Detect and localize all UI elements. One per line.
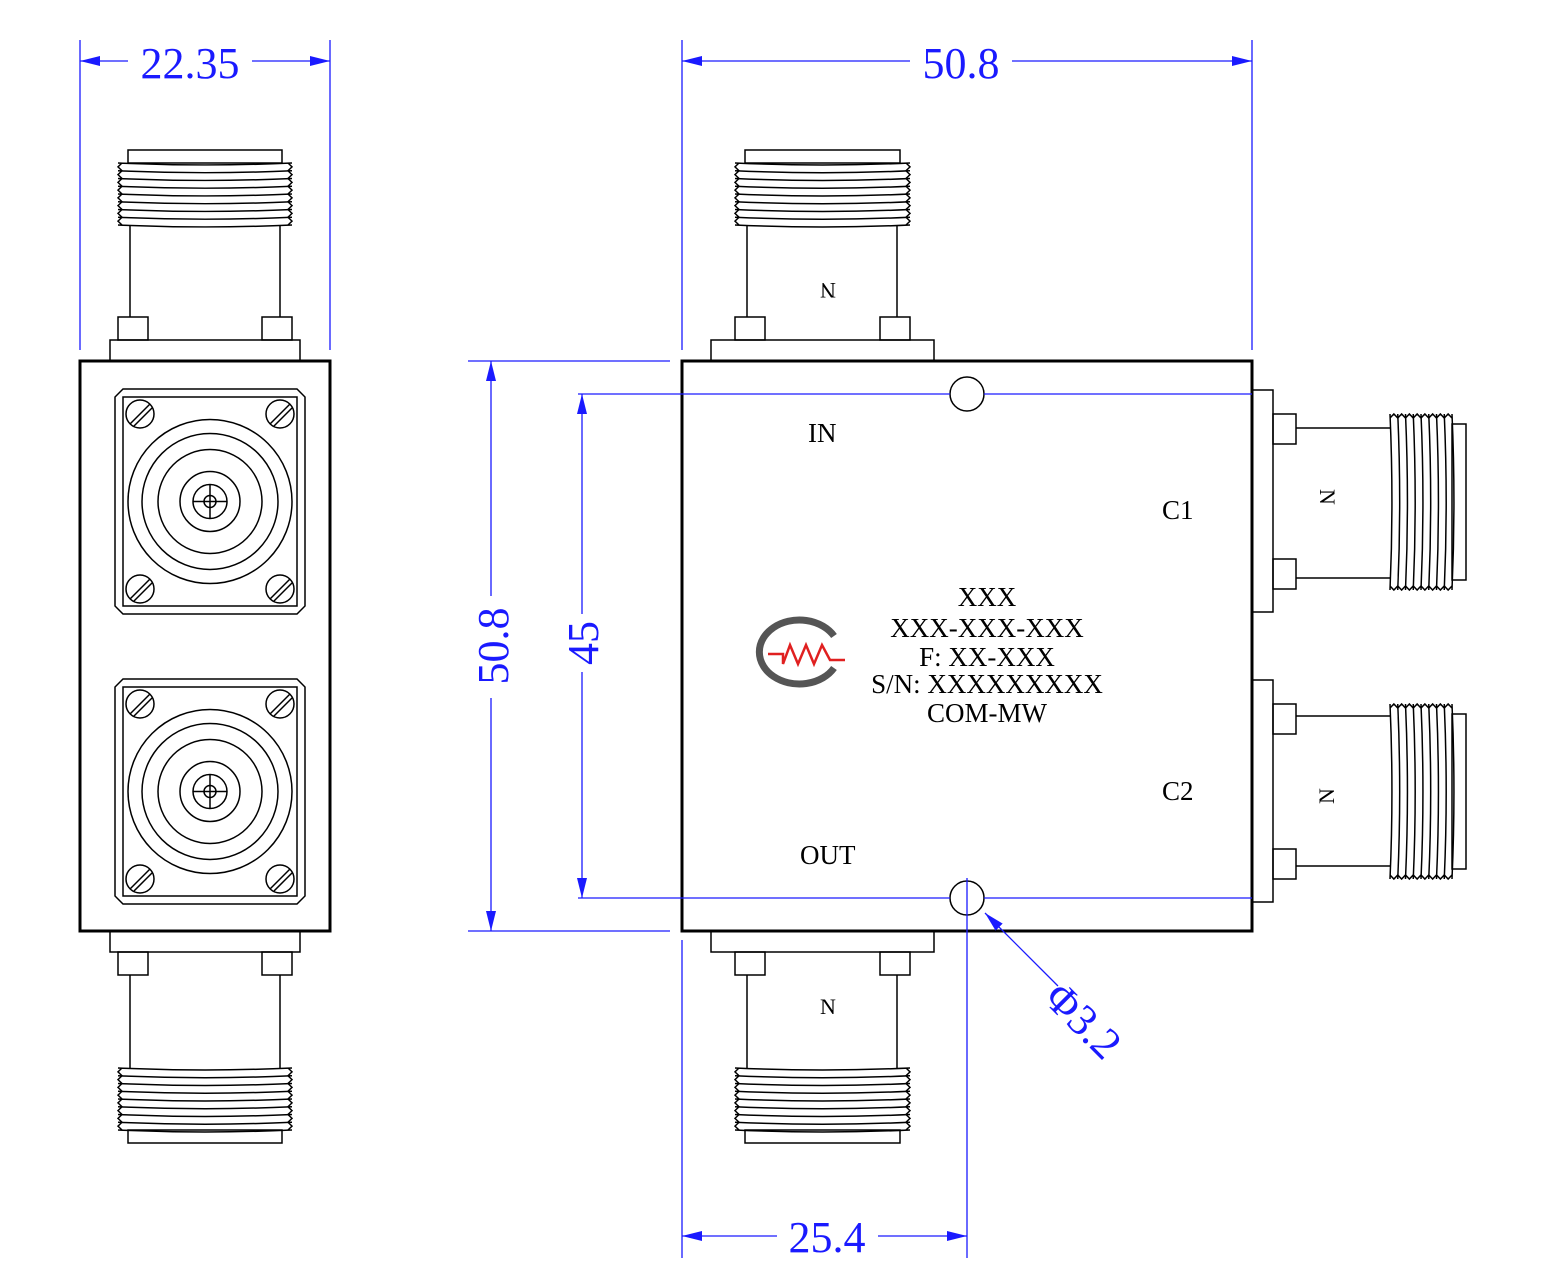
front-top-connector: N: [710, 149, 935, 362]
side-top-lip: [109, 339, 301, 362]
port-label-c2: C2: [1162, 776, 1194, 806]
connector-thread: [733, 1067, 912, 1144]
nameplate-line3: F: XX-XXX: [919, 642, 1055, 672]
nameplate-line1: XXX: [958, 582, 1017, 612]
screw-icon: [265, 574, 295, 604]
dim-hole-spacing-text: 45: [559, 621, 608, 665]
connector-thread: [116, 1067, 294, 1144]
dim-front-width-text: 50.8: [923, 39, 1000, 88]
cmw-logo-icon: [755, 616, 845, 688]
screw-icon: [265, 689, 295, 719]
side-view: [78, 149, 332, 1144]
connector-thread: [733, 149, 912, 228]
side-top-tab-right: [261, 316, 293, 341]
right-c1-n-label: N: [1315, 489, 1340, 505]
front-view: N N N N: [680, 149, 1467, 1144]
dim-hole-offset: 25.4: [681, 878, 968, 1262]
screw-icon: [125, 864, 155, 894]
dim-front-height: 50.8: [468, 360, 670, 932]
side-bottom-lip: [109, 930, 301, 953]
connector-flange-top: [114, 388, 306, 615]
right-c2-n-label: N: [1314, 788, 1339, 804]
connector-flange-bottom: [114, 678, 306, 905]
nameplate-line4: S/N: XXXXXXXXX: [871, 669, 1103, 699]
connector-thread: [116, 149, 294, 228]
side-top-tab-left: [117, 316, 149, 341]
screw-icon: [265, 399, 295, 429]
port-label-out: OUT: [800, 840, 856, 870]
front-right-connector-c2: N: [1251, 679, 1467, 903]
front-right-connector-c1: N: [1251, 389, 1467, 613]
side-bottom-tab-right: [261, 951, 293, 976]
screw-icon: [125, 574, 155, 604]
dim-hole-spacing: 45: [559, 393, 1252, 899]
center-pin-icon: [192, 773, 228, 810]
front-top-n-label: N: [820, 278, 836, 303]
side-top-connector: [116, 149, 294, 317]
nameplate-line2: XXX-XXX-XXX: [890, 613, 1084, 643]
port-label-in: IN: [808, 418, 837, 448]
dim-hole-offset-text: 25.4: [789, 1213, 866, 1262]
dim-front-height-text: 50.8: [469, 608, 518, 685]
side-body: [78, 359, 332, 933]
dim-front-width: 50.8: [681, 39, 1253, 350]
dim-hole-diameter: Φ3.2: [984, 912, 1131, 1069]
nameplate-line5: COM-MW: [927, 698, 1048, 728]
port-label-c1: C1: [1162, 495, 1194, 525]
connector-thread: [1389, 702, 1467, 881]
side-bottom-connector: [116, 975, 294, 1144]
side-bottom-tab-left: [117, 951, 149, 976]
center-pin-icon: [192, 483, 228, 520]
screw-icon: [125, 399, 155, 429]
dim-side-width: 22.35: [79, 39, 331, 350]
dim-side-width-text: 22.35: [141, 39, 240, 88]
screw-icon: [125, 689, 155, 719]
screw-icon: [265, 864, 295, 894]
mounting-hole-top: [949, 376, 985, 412]
dim-hole-diameter-text: Φ3.2: [1035, 972, 1131, 1068]
front-bottom-n-label: N: [820, 994, 836, 1019]
front-bottom-connector: N: [710, 930, 935, 1144]
connector-thread: [1389, 412, 1467, 592]
